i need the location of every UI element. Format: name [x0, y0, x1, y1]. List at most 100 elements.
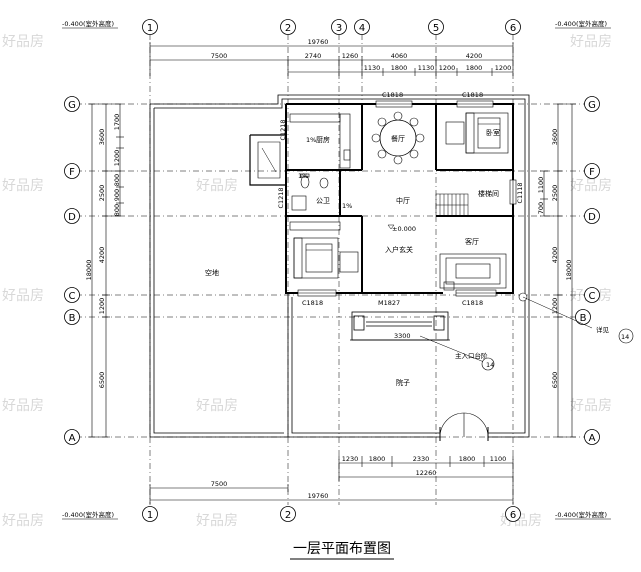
- staircase: [435, 193, 469, 217]
- axis-label-row: G: [588, 100, 596, 111]
- detail-bubble: [481, 357, 495, 371]
- dim-left-seg: 4200: [98, 247, 106, 264]
- dim-top-seg: 7500: [211, 52, 228, 60]
- axis-label-col: 2: [285, 23, 291, 34]
- axis-label-row: A: [589, 433, 596, 444]
- watermark: 好品房: [2, 34, 44, 50]
- dim-bottom-sub-total: 12260: [416, 469, 437, 477]
- room-label-entry: 入户玄关: [385, 245, 413, 254]
- kitchen-annex: [249, 134, 286, 186]
- bedroom-bed: [445, 112, 509, 154]
- room-label-living: 客厅: [465, 237, 479, 246]
- dim-bottom-seg: 1100: [490, 455, 507, 463]
- dim-right-small: 1100: [537, 177, 545, 194]
- window-label: C1218: [279, 119, 287, 140]
- dim-left-seg: 2500: [98, 185, 106, 202]
- axis-label-col: 5: [433, 23, 439, 34]
- axis-label-row: C: [589, 291, 596, 302]
- dim-left-total: 18000: [85, 260, 93, 281]
- floor-level: ±0.000: [392, 225, 416, 233]
- room-label-toilet: 公卫: [316, 197, 330, 205]
- watermark-layer: 好品房 好品房 好品房 好品房 好品房 好品房 好品房 好品房 好品房 好品房 …: [2, 34, 612, 529]
- dim-bottom-seg: 1230: [342, 455, 359, 463]
- level-note: -0.400(室外高度): [555, 19, 607, 28]
- dim-top-total: 19760: [308, 38, 329, 46]
- watermark: 好品房: [570, 398, 612, 414]
- detail-callout: 14 详见: [518, 292, 634, 344]
- axis-label-col: 1: [147, 23, 153, 34]
- dim-right-seg: 3600: [551, 129, 559, 146]
- watermark: 好品房: [2, 178, 44, 194]
- left-dimension-chain: [88, 103, 124, 438]
- watermark: 好品房: [196, 398, 238, 414]
- window-label: C1818: [302, 299, 323, 307]
- row-axis-left: G F D C B A: [64, 96, 80, 445]
- room-label-hall: 中厅: [396, 196, 410, 205]
- slope-note: 1%: [298, 172, 308, 180]
- window-label: C1118: [516, 182, 524, 203]
- dim-right-seg: 1200: [551, 298, 559, 315]
- slope-note: 1%: [342, 202, 352, 210]
- watermark: 好品房: [2, 288, 44, 304]
- dim-right-seg: 6500: [551, 372, 559, 389]
- axis-label-row: G: [68, 100, 76, 111]
- room-label-open-space: 空地: [205, 268, 219, 277]
- entry-porch: [350, 311, 450, 341]
- level-notes: -0.400(室外高度) -0.400(室外高度) -0.400(室外高度) -…: [62, 19, 611, 520]
- window-label: C1218: [277, 187, 285, 208]
- top-windows: [297, 100, 517, 297]
- room-label-yard: 院子: [396, 378, 410, 387]
- detail-number: 14: [621, 333, 629, 341]
- dim-top-seg: 4200: [466, 52, 483, 60]
- level-note: -0.400(室外高度): [62, 19, 114, 28]
- right-dimension-chain: [540, 103, 576, 438]
- kitchen-counter: [289, 113, 351, 169]
- dim-bottom-total: 19760: [308, 492, 329, 500]
- dim-top-window: 1800: [466, 64, 483, 72]
- dim-bottom-overall: 7500: [211, 480, 228, 488]
- watermark: 好品房: [2, 398, 44, 414]
- dim-top-window: 1800: [391, 64, 408, 72]
- dim-right-seg: 2500: [551, 185, 559, 202]
- watermark: 好品房: [196, 178, 238, 194]
- window-label: C1818: [382, 91, 403, 99]
- dim-top-seg: 1260: [342, 52, 359, 60]
- window-label: C1818: [462, 91, 483, 99]
- dim-top-window: 1130: [418, 64, 435, 72]
- axis-label-col: 4: [359, 23, 365, 34]
- axis-label-row: D: [588, 212, 596, 223]
- dim-left-small: 900: [113, 189, 121, 201]
- axis-label-col: 2: [285, 510, 291, 521]
- dim-right-small: 700: [537, 202, 545, 214]
- dim-top-seg: 4060: [391, 52, 408, 60]
- living-sofa: [439, 253, 507, 291]
- axis-label-row: D: [68, 212, 76, 223]
- bedroom-lower-bed: [289, 221, 359, 279]
- floor-level-marker: [387, 224, 395, 230]
- axis-label-col: 6: [510, 23, 516, 34]
- room-label-bedroom: 卧室: [486, 128, 500, 137]
- column-axis-bottom: 1 2 6: [142, 506, 521, 522]
- window-label: C1818: [462, 299, 483, 307]
- porch-dimension: 3300: [394, 332, 411, 340]
- toilet-fixtures: [291, 173, 329, 211]
- axis-label-row: B: [69, 313, 76, 324]
- dim-left-seg: 3600: [98, 129, 106, 146]
- column-axis-top: 1 2 3 4 5 6: [142, 19, 521, 35]
- axis-label-row: B: [580, 313, 587, 324]
- dim-top-window: 1200: [495, 64, 512, 72]
- drawing-title: 一层平面布置图: [293, 541, 391, 557]
- dim-top-window: 1130: [364, 64, 381, 72]
- door-label: M1827: [378, 299, 400, 307]
- axis-label-col: 6: [510, 510, 516, 521]
- room-label-stair: 楼梯间: [478, 189, 499, 198]
- dim-left-small: 1200: [113, 150, 121, 167]
- axis-label-col: 1: [147, 510, 153, 521]
- watermark: 好品房: [2, 513, 44, 529]
- dim-right-seg: 4200: [551, 247, 559, 264]
- watermark: 好品房: [570, 34, 612, 50]
- dim-right-total: 18000: [565, 260, 573, 281]
- dim-bottom-seg: 1800: [459, 455, 476, 463]
